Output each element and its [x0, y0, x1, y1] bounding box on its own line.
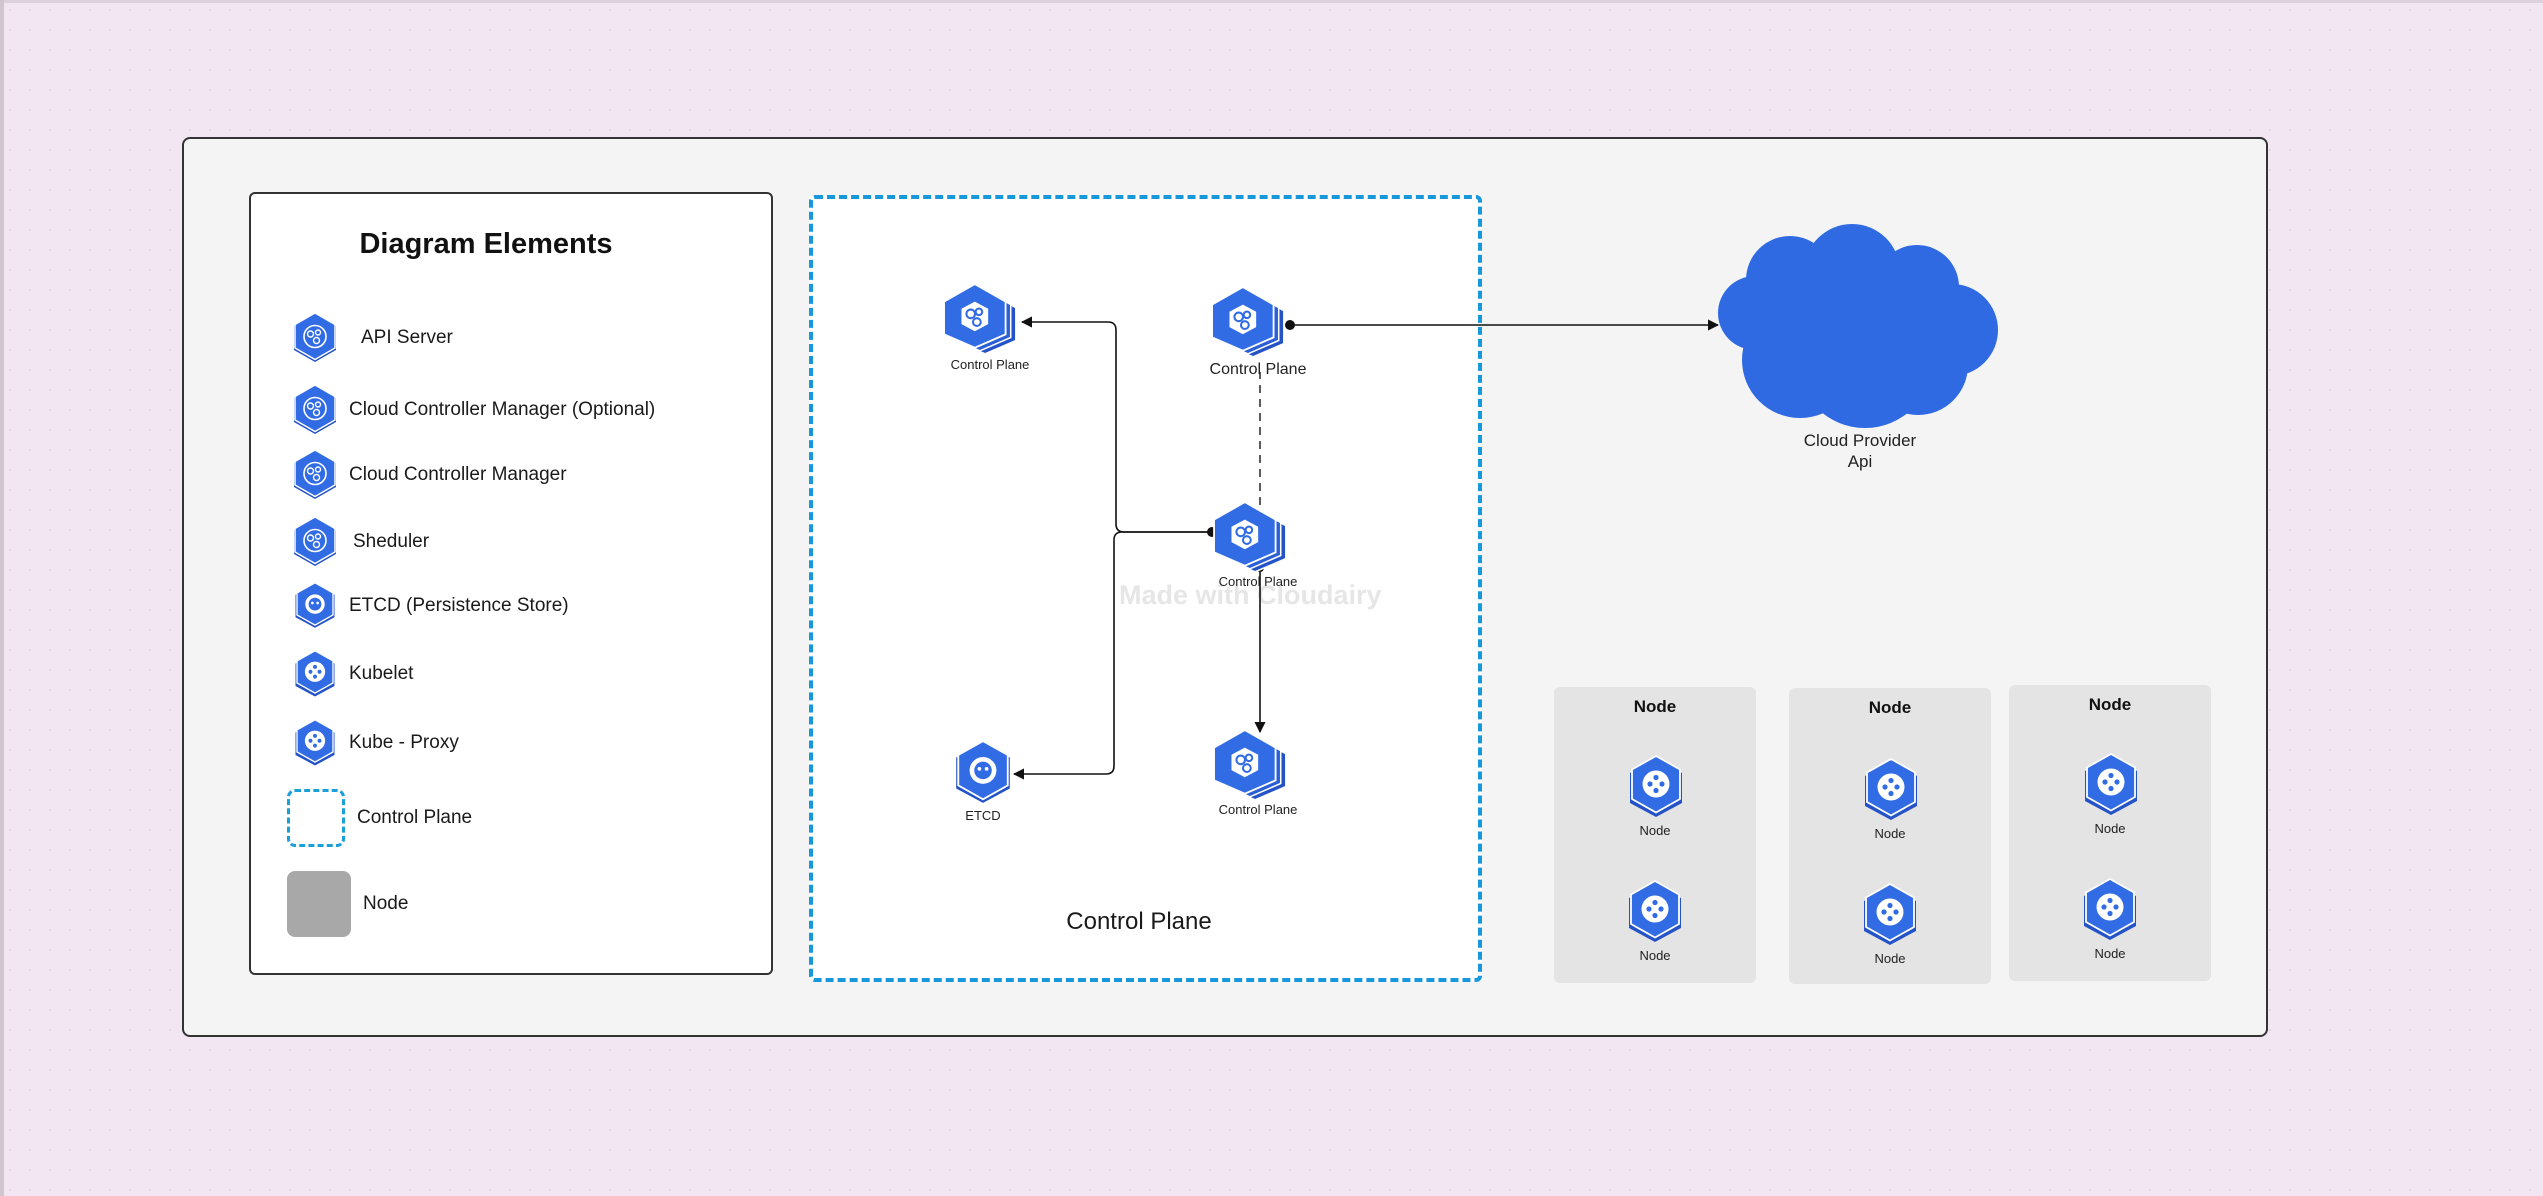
control-plane-caption: Control Plane — [1066, 908, 1212, 935]
legend-item-scheduler[interactable]: Sheduler — [291, 512, 429, 572]
etcd-icon — [291, 580, 339, 632]
node-item-label: Node — [1874, 951, 1906, 966]
legend-label: Control Plane — [357, 807, 473, 828]
node-title: Node — [2088, 695, 2132, 714]
node-title: Node — [1633, 697, 1677, 716]
node-title: Node — [1868, 698, 1912, 717]
component-label: Control Plane — [1209, 361, 1307, 378]
legend-label: API Server — [361, 327, 453, 348]
component-label: Control Plane — [1218, 574, 1298, 589]
legend-item-node[interactable]: Node — [287, 870, 408, 938]
node-card[interactable]: Node Node Node — [1789, 688, 1991, 984]
scheduler-icon — [291, 516, 339, 568]
legend-label: ETCD (Persistence Store) — [349, 595, 569, 616]
component-label: Control Plane — [1218, 802, 1298, 817]
gray-box-swatch — [287, 871, 351, 937]
legend-label: Kubelet — [349, 663, 414, 684]
cloud-controller-manager-optional-icon — [291, 384, 339, 436]
kubelet-icon — [291, 648, 339, 700]
kube-proxy-icon[interactable] — [1623, 880, 1687, 944]
legend-panel[interactable]: Diagram Elements API Server Cloud Contro… — [249, 192, 773, 975]
node-item-label: Node — [1874, 826, 1906, 841]
node-card[interactable]: Node Node Node — [2009, 685, 2211, 981]
kubelet-icon[interactable] — [1859, 758, 1923, 822]
api-server-icon — [291, 312, 339, 364]
legend-label: Kube - Proxy — [349, 732, 459, 753]
control-plane-icon[interactable] — [1212, 500, 1292, 574]
legend-item-control-plane[interactable]: Control Plane — [287, 788, 472, 848]
legend-title: Diagram Elements — [359, 228, 613, 260]
kubelet-icon[interactable] — [1624, 755, 1688, 819]
legend-item-kube-proxy[interactable]: Kube - Proxy — [291, 713, 459, 773]
legend-label: Cloud Controller Manager (Optional) — [349, 399, 656, 420]
control-plane-icon[interactable] — [1210, 285, 1290, 359]
control-plane-icon[interactable] — [942, 282, 1022, 356]
etcd-icon[interactable] — [950, 740, 1016, 806]
node-item-label: Node — [1639, 948, 1671, 963]
node-item-label: Node — [1639, 823, 1671, 838]
control-plane-icon[interactable] — [1212, 728, 1292, 802]
node-item-label: Node — [2094, 946, 2126, 961]
kubelet-icon[interactable] — [2079, 753, 2143, 817]
kube-proxy-icon[interactable] — [1858, 883, 1922, 947]
node-item-label: Node — [2094, 821, 2126, 836]
dashed-box-swatch — [287, 789, 345, 847]
kube-proxy-icon — [291, 717, 339, 769]
node-card[interactable]: Node Node Node — [1554, 687, 1756, 983]
cloud-provider-label: Cloud Provider Api — [1760, 430, 1960, 472]
legend-label: Node — [363, 893, 409, 914]
component-label: Control Plane — [950, 357, 1030, 372]
legend-item-cloud-controller-manager-optional[interactable]: Cloud Controller Manager (Optional) — [291, 380, 655, 440]
legend-item-api-server[interactable]: API Server — [291, 308, 453, 368]
legend-item-cloud-controller-manager[interactable]: Cloud Controller Manager — [291, 445, 567, 505]
legend-label: Sheduler — [353, 531, 430, 552]
cloud-controller-manager-icon — [291, 449, 339, 501]
cloud-label-line-2: Api — [1847, 452, 1873, 471]
top-border — [0, 0, 2543, 3]
left-border — [0, 0, 4, 1196]
component-label: ETCD — [965, 808, 1001, 823]
legend-label: Cloud Controller Manager — [349, 464, 567, 485]
kube-proxy-icon[interactable] — [2078, 878, 2142, 942]
legend-item-etcd[interactable]: ETCD (Persistence Store) — [291, 576, 569, 636]
cloud-label-line-1: Cloud Provider — [1803, 431, 1917, 450]
legend-item-kubelet[interactable]: Kubelet — [291, 644, 413, 704]
